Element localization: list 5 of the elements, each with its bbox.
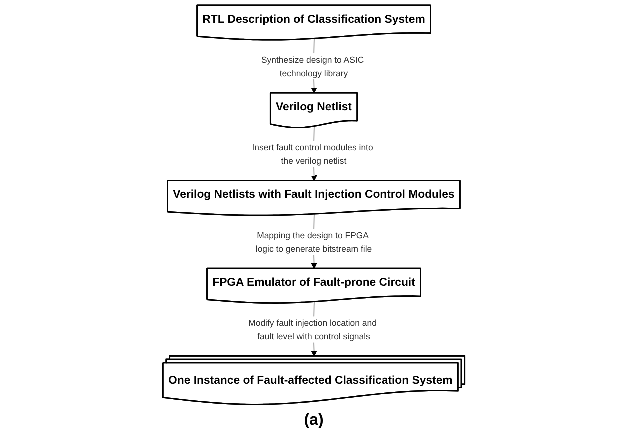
edge-label: Insert fault control modules into the verilog netlist	[252, 142, 374, 166]
edge-label: Synthesize design to ASIC technology library	[261, 54, 364, 78]
edge-label: Mapping the design to FPGA logic to generate bitstream file	[256, 230, 372, 254]
edge-label: Modify fault injection location and fault level with control signals	[248, 318, 377, 342]
caption: (a)	[304, 411, 324, 431]
